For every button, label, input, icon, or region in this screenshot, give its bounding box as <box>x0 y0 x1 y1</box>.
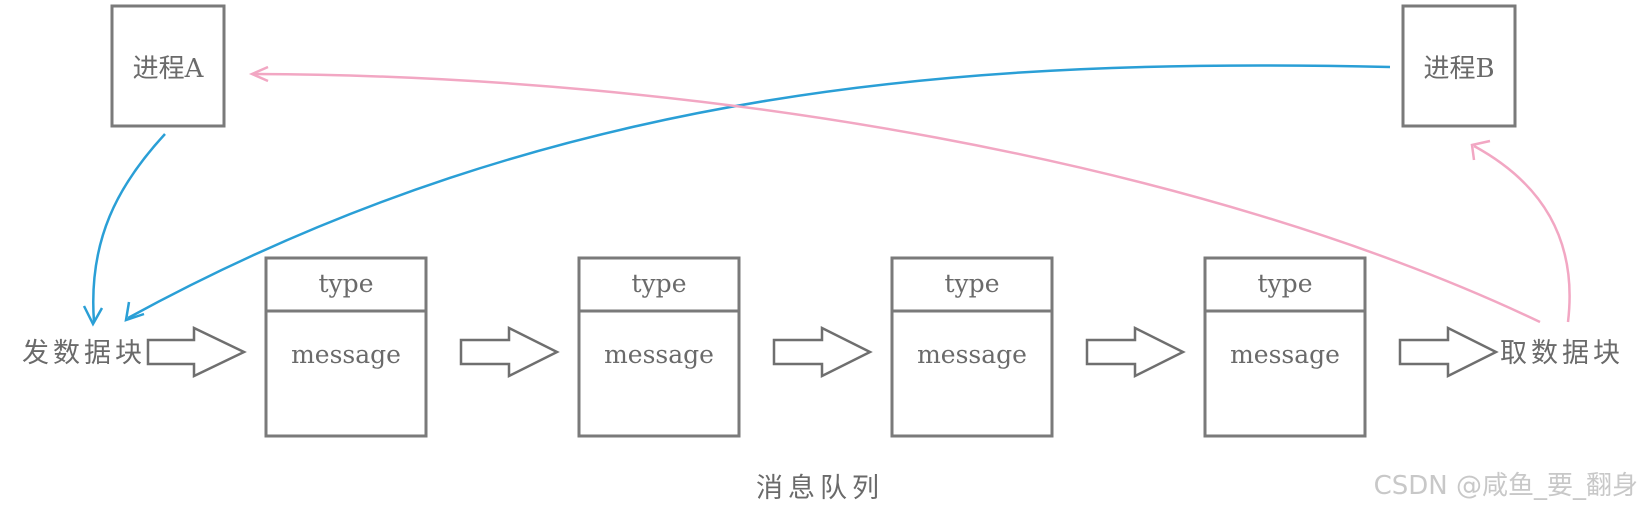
queue-node-3: type message <box>890 256 1054 438</box>
block-arrow-icon <box>1398 325 1499 379</box>
message-field: message <box>291 340 401 369</box>
message-field: message <box>1230 340 1340 369</box>
message-field: message <box>917 340 1027 369</box>
queue-node-1: type message <box>264 256 428 438</box>
process-a-label: 进程A <box>133 54 205 84</box>
block-arrow-icon <box>146 326 247 378</box>
send-flow-curve-b <box>127 64 1391 320</box>
type-field: type <box>632 269 687 298</box>
receive-data-label: 取数据块 <box>1500 338 1624 369</box>
receive-flow-curve-b <box>1473 144 1571 323</box>
watermark: CSDN @咸鱼_要_翻身 <box>1374 471 1638 501</box>
queue-node-2: type message <box>577 256 741 438</box>
message-field: message <box>604 340 714 369</box>
send-data-label: 发数据块 <box>22 338 146 369</box>
arrowhead-icon <box>1470 139 1491 161</box>
process-a-box <box>110 4 226 128</box>
process-b-node: 进程B <box>1401 4 1517 128</box>
process-a-node: 进程A <box>110 4 226 128</box>
arrowhead-icon <box>248 65 269 83</box>
receive-flow-curve-a <box>251 72 1541 324</box>
block-arrow-icon <box>459 325 560 379</box>
type-field: type <box>1258 269 1313 298</box>
type-field: type <box>319 269 374 298</box>
queue-node-box <box>264 256 428 438</box>
process-b-box <box>1401 4 1517 128</box>
send-flow-curve-a <box>92 133 166 323</box>
queue-node-box <box>1203 256 1367 438</box>
queue-node-box <box>890 256 1054 438</box>
queue-caption: 消息队列 <box>756 473 884 504</box>
process-b-label: 进程B <box>1423 54 1494 84</box>
queue-node-4: type message <box>1203 256 1367 438</box>
arrowhead-icon <box>124 301 145 322</box>
block-arrow-icon <box>772 325 873 379</box>
queue-node-box <box>577 256 741 438</box>
block-arrow-icon <box>1085 325 1186 379</box>
arrowhead-icon <box>82 305 104 327</box>
type-field: type <box>945 269 1000 298</box>
